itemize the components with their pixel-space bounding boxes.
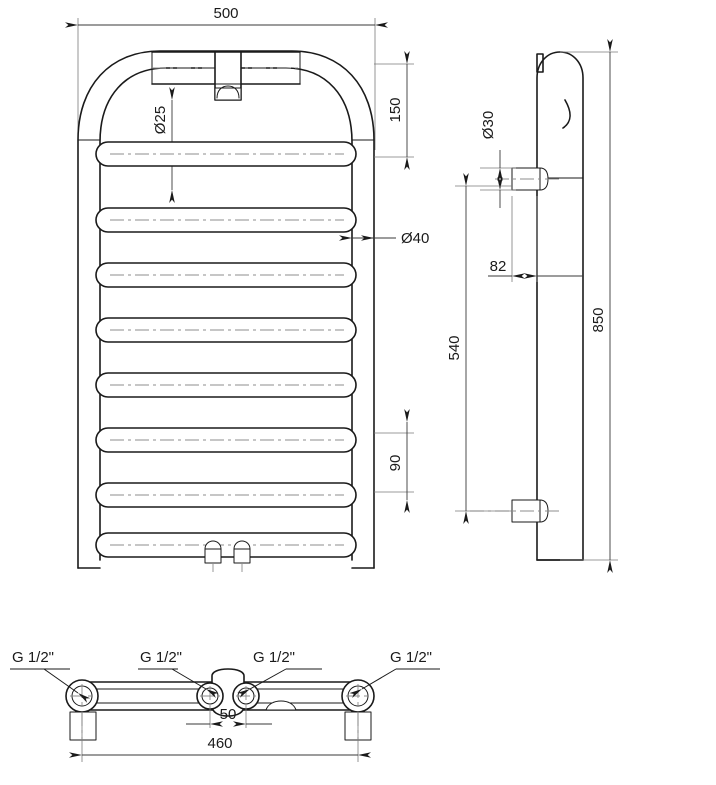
thread-callout-left-outer-label: G 1/2" <box>12 649 54 666</box>
rung <box>95 372 357 398</box>
rung <box>95 141 357 167</box>
front-bottom-fittings <box>204 540 251 572</box>
dimension-center-spacing-50: 50 <box>186 706 272 728</box>
dimension-center-spacing-50-label: 50 <box>220 706 237 723</box>
rung <box>95 207 357 233</box>
front-rungs <box>95 141 357 558</box>
thread-callouts: G 1/2" G 1/2" G 1/2" G 1/2" <box>10 649 440 703</box>
dimension-height-150-label: 150 <box>387 97 404 122</box>
plan-view: G 1/2" G 1/2" G 1/2" G 1/2" <box>10 649 440 762</box>
side-lower-bracket <box>470 499 560 523</box>
bottom-fitting-left <box>204 540 222 572</box>
thread-callout-right-outer: G 1/2" <box>349 649 440 699</box>
thread-callout-right-inner-label: G 1/2" <box>253 649 295 666</box>
dimension-bracket-span-540: 540 <box>446 173 512 524</box>
bottom-fitting-right <box>233 540 251 572</box>
front-top-bracket <box>214 51 242 101</box>
dimension-height-150: 150 <box>374 51 414 170</box>
rung <box>95 262 357 288</box>
thread-callout-left-outer: G 1/2" <box>10 649 91 703</box>
dimension-bracket-30-label: Ø30 <box>480 111 497 139</box>
plan-fitting-left <box>65 679 99 741</box>
dimension-pitch-90-label: 90 <box>387 455 404 472</box>
thread-callout-right-inner: G 1/2" <box>237 649 322 698</box>
thread-callout-left-inner: G 1/2" <box>138 649 219 699</box>
front-view: 500 <box>65 5 429 572</box>
dimension-height-850-label: 850 <box>590 307 607 332</box>
dimension-overall-460-label: 460 <box>207 735 232 752</box>
rung <box>95 532 357 558</box>
plan-fitting-center-right <box>232 682 260 710</box>
dimension-height-850: 850 <box>560 39 618 573</box>
dimension-tube-25-label: Ø25 <box>152 106 169 134</box>
dimension-rail-40: Ø40 <box>339 230 429 247</box>
thread-callout-right-outer-label: G 1/2" <box>390 649 432 666</box>
dimension-overall-460: 460 <box>69 712 371 762</box>
dimension-rail-40-label: Ø40 <box>401 230 429 247</box>
dimension-width-500-label: 500 <box>213 5 238 22</box>
dimension-bracket-span-540-label: 540 <box>446 335 463 360</box>
dimension-width-500: 500 <box>65 5 388 28</box>
rung <box>95 317 357 343</box>
rung <box>95 427 357 453</box>
plan-valve-knob <box>265 700 297 711</box>
side-view: Ø30 82 540 850 <box>446 39 618 573</box>
thread-callout-left-inner-label: G 1/2" <box>140 649 182 666</box>
dimension-bracket-30: Ø30 <box>480 111 516 208</box>
dimension-pitch-90: 90 <box>374 409 414 513</box>
dimension-depth-82-label: 82 <box>490 258 507 275</box>
side-upper-bracket <box>495 167 560 191</box>
dimension-depth-82: 82 <box>488 196 583 282</box>
rung <box>95 482 357 508</box>
